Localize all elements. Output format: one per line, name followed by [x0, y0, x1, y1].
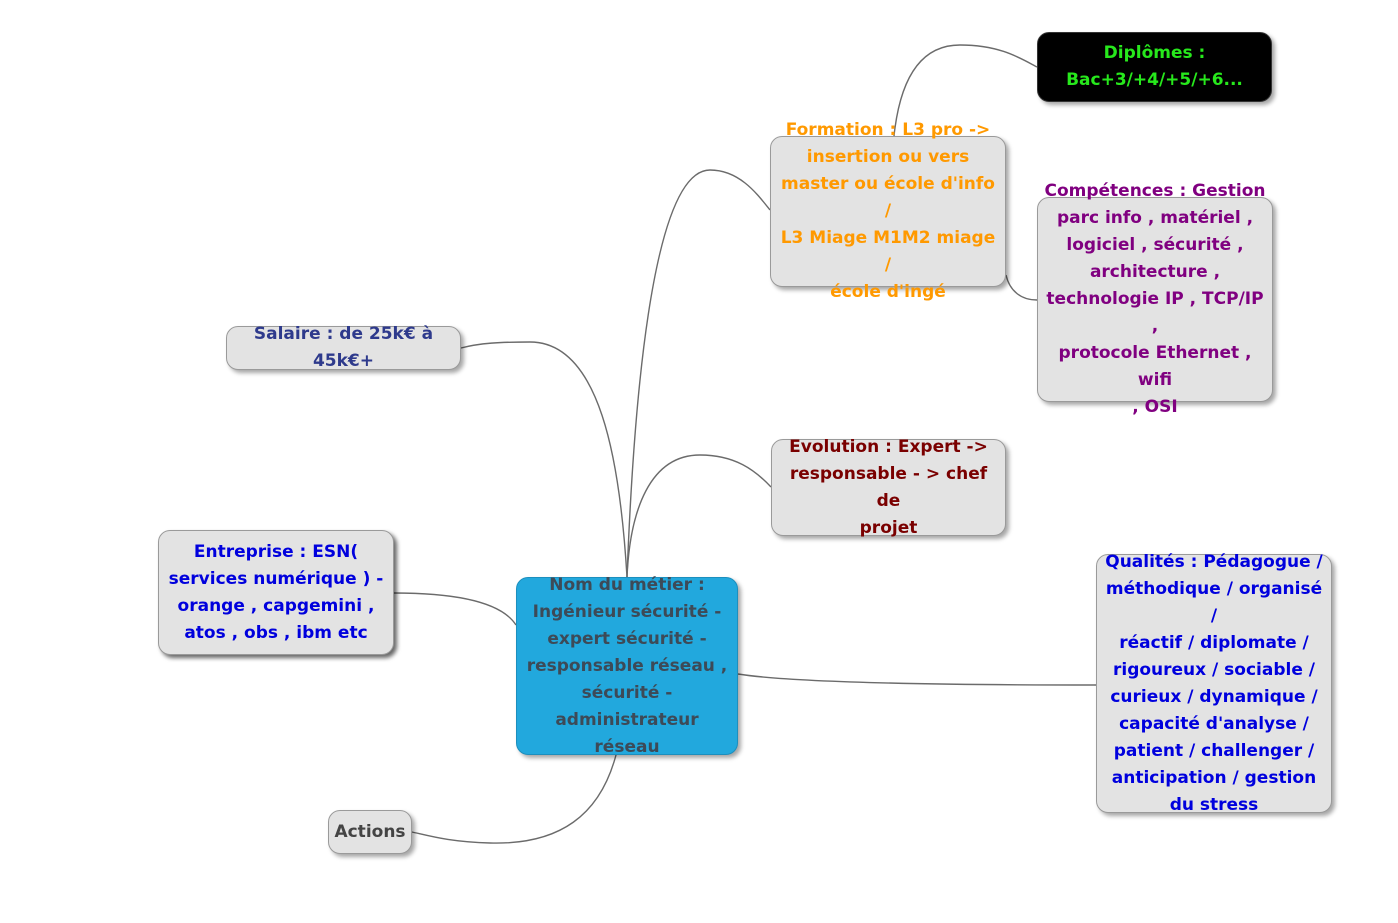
node-line: Diplômes :: [1103, 43, 1206, 63]
node-line: expert sécurité -: [547, 628, 707, 649]
node-actions[interactable]: Actions: [328, 810, 412, 854]
node-line: Formation : L3 pro ->: [785, 120, 991, 140]
node-line: responsable - > chef de: [789, 463, 988, 511]
node-line: , OSI: [1132, 397, 1178, 417]
node-line: capacité d'analyse /: [1119, 713, 1309, 734]
node-line: architecture ,: [1089, 262, 1221, 282]
link-formation-diplomes: [893, 44, 1038, 137]
node-line: Compétences : Gestion: [1044, 181, 1266, 201]
link-center-salaire: [460, 341, 628, 578]
link-center-qualites: [737, 673, 1097, 686]
node-competences[interactable]: Compétences : Gestion parc info , matéri…: [1037, 181, 1273, 417]
node-diplomes[interactable]: Diplômes : Bac+3/+4/+5/+6...: [1037, 32, 1272, 102]
node-evolution[interactable]: Evolution : Expert -> responsable - > ch…: [771, 437, 1006, 538]
node-line: école d'ingé: [830, 282, 946, 302]
node-qualites[interactable]: Qualités : Pédagogue / méthodique / orga…: [1096, 552, 1332, 815]
node-line: orange , capgemini ,: [177, 595, 375, 616]
node-line: Evolution : Expert ->: [789, 436, 988, 457]
central-node[interactable]: Nom du métier : Ingénieur sécurité - exp…: [516, 575, 738, 757]
node-line: Entreprise : ESN(: [193, 541, 359, 562]
node-line: du stress: [1169, 794, 1259, 815]
node-line: administrateur réseau: [555, 709, 699, 757]
node-line: rigoureux / sociable /: [1112, 659, 1316, 680]
node-line: sécurité -: [581, 682, 673, 703]
node-line: atos , obs , ibm etc: [184, 622, 368, 643]
node-line: parc info , matériel ,: [1056, 208, 1254, 228]
link-formation-competences: [1005, 274, 1038, 301]
node-line: Actions: [334, 821, 406, 842]
link-center-evolution: [626, 454, 772, 578]
node-line: logiciel , sécurité ,: [1066, 235, 1244, 255]
link-center-actions: [411, 754, 617, 844]
node-line: services numérique ) -: [168, 568, 384, 589]
node-line: méthodique / organisé /: [1105, 578, 1323, 626]
node-line: Nom du métier :: [549, 574, 705, 595]
link-center-formation: [626, 169, 771, 578]
link-center-entreprise: [393, 592, 517, 626]
node-line: L3 Miage M1M2 miage /: [780, 228, 996, 275]
node-line: technologie IP , TCP/IP ,: [1046, 289, 1264, 336]
node-line: projet: [859, 517, 918, 538]
node-entreprise[interactable]: Entreprise : ESN( services numérique ) -…: [158, 530, 394, 655]
node-line: Qualités : Pédagogue /: [1105, 551, 1323, 572]
node-line: Ingénieur sécurité -: [532, 601, 722, 622]
node-line: réactif / diplomate /: [1119, 632, 1309, 653]
node-line: master ou école d'info /: [781, 174, 995, 221]
node-formation[interactable]: Formation : L3 pro -> insertion ou vers …: [770, 120, 1006, 302]
node-line: curieux / dynamique /: [1110, 686, 1318, 707]
node-line: responsable réseau ,: [526, 655, 728, 676]
node-line: anticipation / gestion: [1111, 767, 1317, 788]
node-line: Salaire : de 25k€ à 45k€+: [253, 324, 434, 371]
node-salaire[interactable]: Salaire : de 25k€ à 45k€+: [226, 324, 461, 371]
node-line: Bac+3/+4/+5/+6...: [1066, 70, 1243, 90]
node-line: protocole Ethernet , wifi: [1058, 343, 1252, 390]
node-line: insertion ou vers: [806, 147, 970, 167]
node-line: patient / challenger /: [1113, 740, 1315, 761]
